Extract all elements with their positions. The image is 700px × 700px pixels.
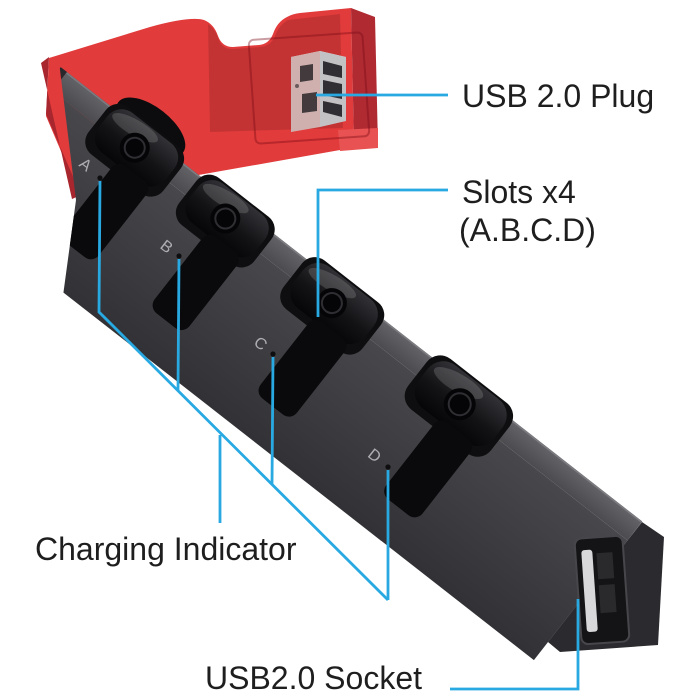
usb-plug [291, 51, 346, 132]
slot-a-channel [61, 163, 149, 260]
joycon-d-stick-rim [447, 392, 472, 417]
charging-bar [0, 67, 643, 661]
joycon-a-glare [112, 113, 158, 143]
slot-a [61, 97, 186, 260]
usb-plug-pin-dot [295, 84, 299, 88]
joycon-c-stick-rim [320, 292, 343, 315]
usb-socket-contact-2 [598, 584, 617, 614]
slot-d-channel [384, 420, 473, 518]
joycon-b-stick-rim [214, 207, 237, 230]
label-slots-line2: (A.B.C.D) [459, 212, 596, 248]
usb-plug-contact-3 [323, 101, 342, 117]
slot-d [384, 355, 514, 518]
callout-line-socket [450, 599, 580, 691]
slot-c [258, 257, 385, 417]
slot-c-channel [258, 319, 347, 417]
callout-line-slots [316, 188, 448, 317]
callout-line-indicator-a [97, 180, 389, 601]
callout-lines [97, 93, 580, 691]
red-dock-bottom-lip [338, 128, 378, 151]
joycon-c-glare [308, 267, 357, 299]
label-charging-indicator: Charging Indicator [35, 531, 297, 567]
callout-line-indicator-b [176, 258, 181, 392]
usb-plug-panel-outline [247, 31, 371, 145]
label-slots-line1: Slots x4 [462, 174, 576, 210]
usb-plug-pin-hole-top [300, 64, 313, 82]
slot-b-channel [152, 234, 239, 331]
charging-bar-clip [0, 67, 643, 661]
red-dock-right-face [351, 8, 378, 146]
led-dot-a [97, 175, 103, 181]
led-dot-c [270, 351, 276, 357]
usb-socket [573, 534, 631, 646]
callout-line-indicator-c [270, 356, 275, 485]
joycon-a-stick-rim [123, 136, 146, 159]
joycon-d-glare [433, 366, 484, 400]
label-usb-socket: USB2.0 Socket [205, 660, 422, 696]
label-usb-plug: USB 2.0 Plug [462, 78, 654, 114]
usb-socket-contact-1 [596, 552, 615, 580]
led-dot-d [385, 464, 391, 470]
joycon-b-glare [202, 183, 249, 214]
led-dot-b [176, 253, 182, 259]
usb-socket-tongue [581, 549, 598, 632]
annotation-labels: USB 2.0 Plug Slots x4 (A.B.C.D) Charging… [35, 78, 654, 696]
slot-b [152, 174, 275, 331]
usb-plug-contact-1 [323, 61, 342, 78]
usb-socket-rim [573, 534, 631, 646]
red-dock-left-face [41, 57, 81, 199]
usb-plug-left-face [291, 51, 320, 132]
usb-plug-pin-hole-bottom [302, 92, 317, 113]
